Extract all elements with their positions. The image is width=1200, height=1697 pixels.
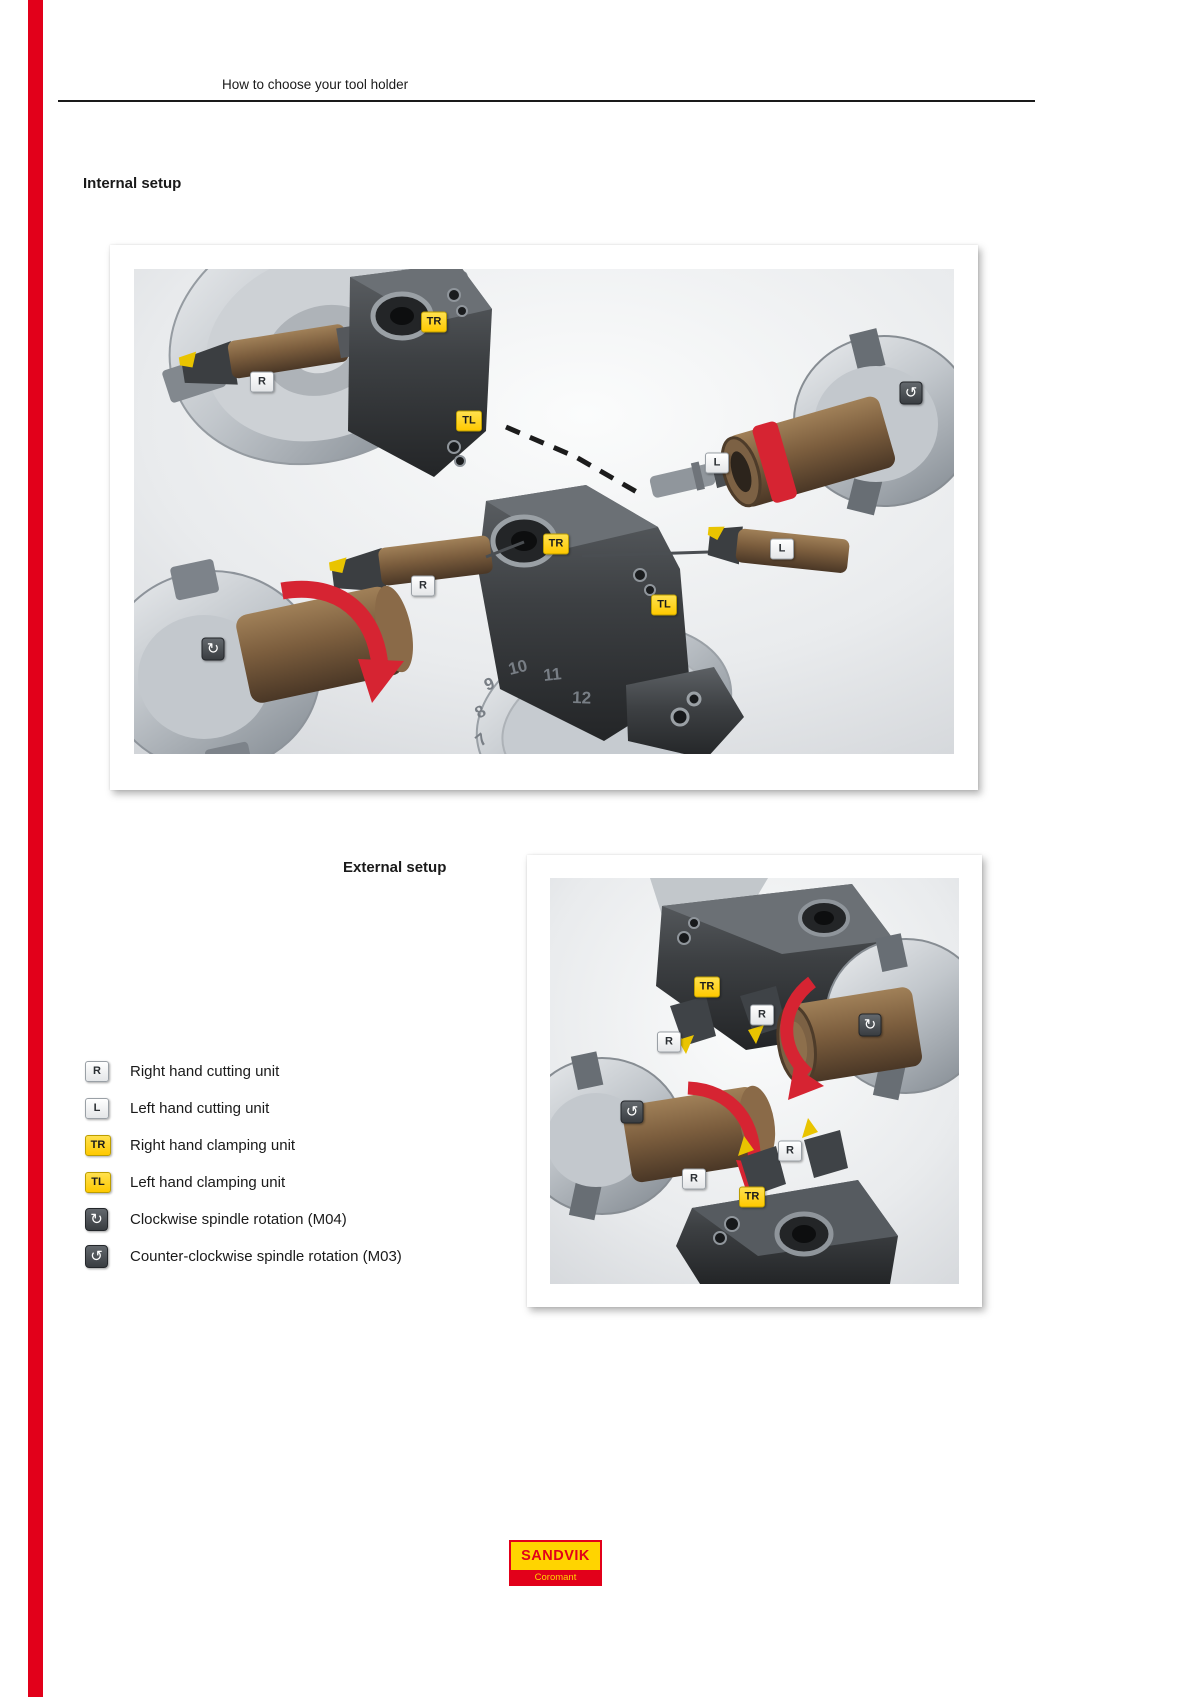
legend-item: TL Left hand clamping unit xyxy=(85,1164,402,1201)
cw-rotation-icon: ↻ xyxy=(858,1013,882,1037)
r-cutting-badge: R xyxy=(682,1168,706,1190)
legend-label: Left hand cutting unit xyxy=(130,1100,270,1117)
r-cutting-badge: R xyxy=(85,1061,109,1082)
chuck-left xyxy=(550,1051,776,1221)
legend-item: L Left hand cutting unit xyxy=(85,1090,402,1127)
external-setup-drawing xyxy=(550,878,959,1284)
legend-item: ↻ Clockwise spindle rotation (M04) xyxy=(85,1201,402,1238)
tr-clamping-badge: TR xyxy=(694,976,720,998)
svg-text:11: 11 xyxy=(542,664,562,685)
boring-bar-middle xyxy=(328,535,493,592)
ccw-rotation-icon: ↺ xyxy=(620,1100,644,1124)
tr-clamping-badge: TR xyxy=(85,1135,111,1156)
l-cutting-badge: L xyxy=(705,452,729,474)
clamping-unit-bottom-right xyxy=(626,667,744,754)
legend-item: TR Right hand clamping unit xyxy=(85,1127,402,1164)
cw-rotation-icon: ↻ xyxy=(85,1208,108,1231)
logo-sub-text: Coromant xyxy=(511,1570,600,1584)
chuck-bottom-left xyxy=(134,559,413,754)
ccw-rotation-icon: ↺ xyxy=(85,1245,108,1268)
r-cutting-badge: R xyxy=(778,1140,802,1162)
l-cutting-badge: L xyxy=(85,1098,109,1119)
tr-clamping-badge: TR xyxy=(739,1186,765,1208)
tl-clamping-badge: TL xyxy=(85,1172,111,1193)
chuck-right xyxy=(776,933,959,1101)
page-edge-red-bar xyxy=(28,0,43,1697)
clamping-unit-bottom xyxy=(676,1180,898,1284)
legend-label: Right hand clamping unit xyxy=(130,1137,296,1154)
internal-setup-drawing: 7 8 9 10 11 12 xyxy=(134,269,954,754)
ccw-rotation-icon: ↺ xyxy=(899,381,923,405)
clamping-unit-middle xyxy=(478,485,690,741)
internal-setup-illustration: 7 8 9 10 11 12 TR R TL L ↺ TR R L TL ↻ xyxy=(134,269,954,754)
r-cutting-badge: R xyxy=(750,1004,774,1026)
logo-brand-text: SANDVIK xyxy=(521,1548,590,1564)
r-cutting-badge: R xyxy=(250,371,274,393)
legend-item: ↺ Counter-clockwise spindle rotation (M0… xyxy=(85,1238,402,1275)
r-cutting-badge: R xyxy=(411,575,435,597)
page-header: How to choose your tool holder xyxy=(222,77,409,92)
tr-clamping-badge: TR xyxy=(543,533,569,555)
chuck-right xyxy=(720,328,954,516)
sandvik-coromant-logo: SANDVIK Coromant xyxy=(509,1540,602,1586)
r-cutting-badge: R xyxy=(657,1031,681,1053)
header-divider xyxy=(58,100,1035,102)
external-setup-illustration: TR R R ↻ ↺ R R TR xyxy=(550,878,959,1284)
svg-text:12: 12 xyxy=(572,688,592,708)
tr-clamping-badge: TR xyxy=(421,311,447,333)
cutting-head xyxy=(802,1118,848,1178)
legend-label: Left hand clamping unit xyxy=(130,1174,286,1191)
cw-rotation-icon: ↻ xyxy=(201,637,225,661)
svg-text:10: 10 xyxy=(506,656,529,679)
tl-clamping-badge: TL xyxy=(456,410,482,432)
l-cutting-badge: L xyxy=(770,538,794,560)
cutting-head xyxy=(670,996,716,1054)
internal-setup-figure: 7 8 9 10 11 12 TR R TL L ↺ TR R L TL ↻ xyxy=(110,245,978,790)
external-setup-figure: TR R R ↻ ↺ R R TR xyxy=(527,855,982,1307)
legend: R Right hand cutting unit L Left hand cu… xyxy=(85,1053,402,1275)
legend-label: Clockwise spindle rotation (M04) xyxy=(130,1211,347,1228)
internal-setup-title: Internal setup xyxy=(83,175,182,192)
tl-clamping-badge: TL xyxy=(651,594,677,616)
legend-label: Right hand cutting unit xyxy=(130,1063,280,1080)
external-setup-title: External setup xyxy=(343,859,447,876)
cutting-head xyxy=(738,1136,786,1196)
legend-item: R Right hand cutting unit xyxy=(85,1053,402,1090)
boring-bar-top xyxy=(178,324,355,385)
legend-label: Counter-clockwise spindle rotation (M03) xyxy=(130,1248,402,1265)
